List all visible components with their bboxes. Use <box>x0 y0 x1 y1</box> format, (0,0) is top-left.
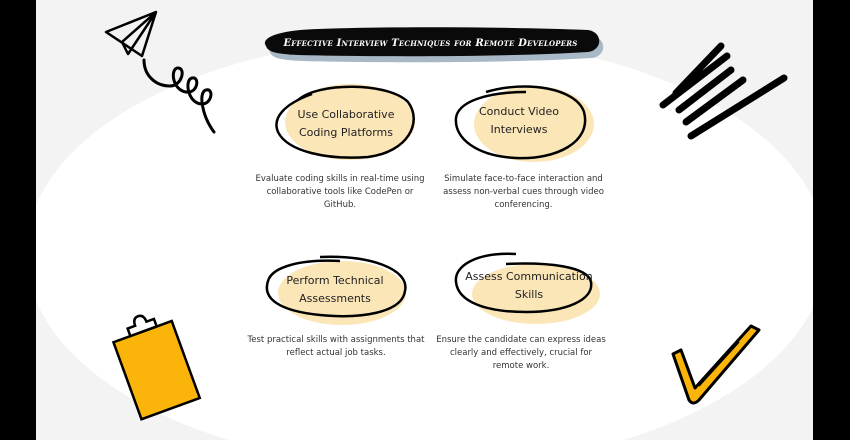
technique-description: Evaluate coding skills in real-time usin… <box>255 174 425 210</box>
technique-title: Use Collaborative Coding Platforms <box>297 108 395 139</box>
highlight-blob <box>454 252 600 324</box>
highlight-blob <box>275 84 415 160</box>
technique-title: Assess Communication Skills <box>465 270 593 301</box>
clipboard-icon <box>111 314 202 421</box>
technique-description: Simulate face-to-face interaction and as… <box>443 174 604 210</box>
checkmark-icon <box>671 324 761 405</box>
highlight-blob <box>265 255 407 325</box>
scribble-icon <box>659 42 788 140</box>
highlight-blob <box>454 85 594 162</box>
technique-title: Conduct Video Interviews <box>478 105 559 136</box>
technique-title: Perform Technical Assessments <box>286 274 384 305</box>
spiral-icon <box>142 58 216 134</box>
technique-description: Ensure the candidate can express ideas c… <box>436 335 606 371</box>
technique-description: Test practical skills with assignments t… <box>247 335 425 358</box>
infographic-canvas: Effective Interview Techniques for Remot… <box>36 0 813 440</box>
title-banner <box>264 27 604 63</box>
page-title: Effective Interview Techniques for Remot… <box>283 37 578 49</box>
paper-plane-icon <box>104 10 158 58</box>
